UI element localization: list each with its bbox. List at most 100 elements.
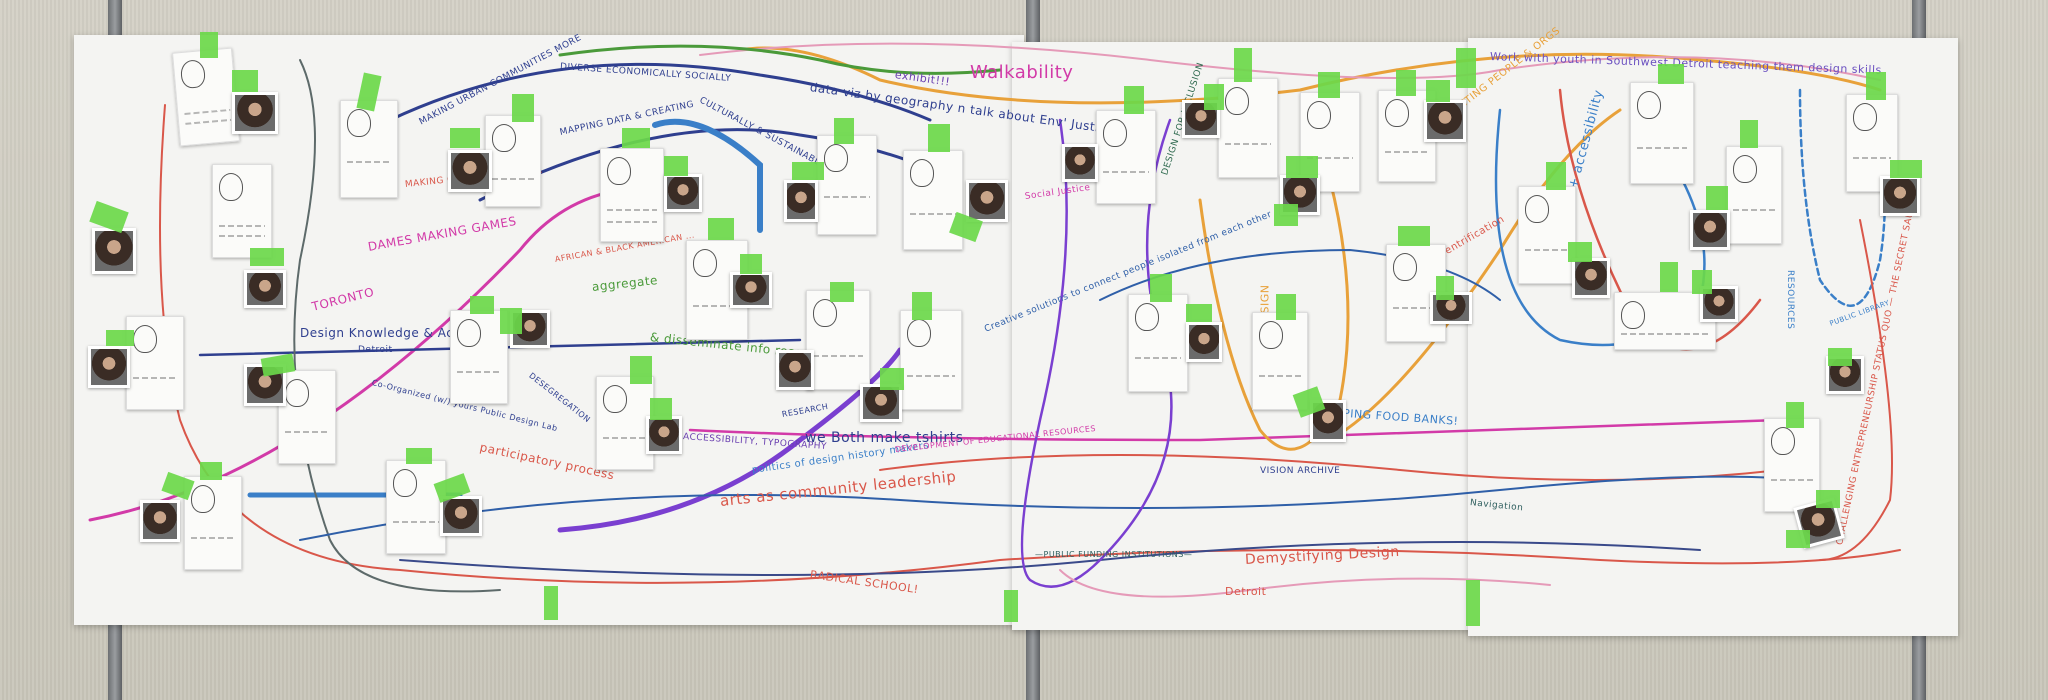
green-tape <box>544 586 558 620</box>
participant-card <box>1764 418 1820 512</box>
green-tape <box>450 128 480 148</box>
green-tape <box>1786 402 1804 428</box>
green-tape <box>1890 160 1922 178</box>
green-tape <box>200 462 222 480</box>
green-tape <box>250 248 284 266</box>
participant-card <box>1128 294 1188 392</box>
green-tape <box>1274 204 1298 226</box>
participant-card <box>340 100 398 198</box>
green-tape <box>1658 64 1684 84</box>
green-tape <box>1828 348 1852 366</box>
participant-photo <box>244 270 286 308</box>
participant-card <box>1726 146 1782 244</box>
label-detroit-small: Detroit <box>358 345 393 355</box>
green-tape <box>650 398 672 420</box>
participant-photo <box>776 350 814 390</box>
green-tape <box>1150 274 1172 302</box>
green-tape <box>1816 490 1840 508</box>
participant-card <box>1518 186 1576 284</box>
participant-photo <box>88 346 130 388</box>
green-tape <box>830 282 854 302</box>
participant-photo <box>1690 210 1730 250</box>
participant-photo <box>784 180 818 222</box>
green-tape <box>1436 276 1454 300</box>
green-tape <box>1568 242 1592 262</box>
green-tape <box>912 292 932 320</box>
green-tape <box>500 308 522 334</box>
participant-card <box>1096 110 1156 204</box>
green-tape <box>880 368 904 390</box>
label-detroit-bottom: Detroit <box>1225 585 1267 598</box>
green-tape <box>1692 270 1712 294</box>
participant-card <box>596 376 654 470</box>
participant-card <box>900 310 962 410</box>
participant-photo <box>646 416 682 454</box>
green-tape <box>630 356 652 384</box>
participant-card <box>184 476 242 570</box>
participant-card <box>386 460 446 554</box>
green-tape <box>1276 294 1296 320</box>
label-design-knowledge: Design Knowledge & Access <box>300 326 482 340</box>
participant-card <box>806 290 870 390</box>
participant-photo <box>730 272 772 308</box>
green-tape <box>834 118 854 144</box>
participant-card <box>278 370 336 464</box>
participant-card <box>903 150 963 250</box>
green-tape <box>622 128 650 148</box>
green-tape <box>1786 530 1810 548</box>
participant-photo <box>1572 258 1610 298</box>
green-tape <box>406 448 432 464</box>
participant-photo <box>440 496 482 536</box>
green-tape <box>792 162 824 180</box>
green-tape <box>1740 120 1758 148</box>
green-tape <box>1546 162 1566 190</box>
green-tape <box>1204 84 1224 110</box>
participant-photo <box>448 150 492 192</box>
green-tape <box>928 124 950 152</box>
green-tape <box>1456 48 1476 88</box>
participant-photo <box>966 180 1008 222</box>
participant-card <box>485 115 541 207</box>
label-vision-archive: VISION ARCHIVE <box>1260 466 1341 476</box>
participant-photo <box>1424 100 1466 142</box>
participant-card <box>1846 94 1898 192</box>
green-tape <box>708 218 734 240</box>
label-public-funding: —PUBLIC FUNDING INSTITUTIONS— <box>1035 550 1193 559</box>
green-tape <box>664 156 688 176</box>
green-tape <box>1398 226 1430 246</box>
participant-photo <box>860 384 902 422</box>
green-tape <box>1286 156 1318 178</box>
participant-photo <box>664 174 702 212</box>
participant-card <box>450 310 508 404</box>
participant-card <box>600 148 664 242</box>
green-tape <box>1004 590 1018 622</box>
participant-card <box>1614 292 1716 350</box>
participant-card <box>1218 78 1278 178</box>
participant-card <box>817 135 877 235</box>
participant-card <box>126 316 184 410</box>
participant-card <box>172 47 240 147</box>
participant-photo <box>1880 176 1920 216</box>
green-tape <box>512 94 534 122</box>
label-walkability: Walkability <box>970 62 1074 83</box>
green-tape <box>1660 262 1678 292</box>
green-tape <box>1706 186 1728 210</box>
green-tape <box>1318 72 1340 98</box>
participant-card <box>1252 312 1308 410</box>
green-tape <box>1866 72 1886 100</box>
green-tape <box>1396 70 1416 96</box>
green-tape <box>1426 80 1450 102</box>
green-tape <box>740 254 762 274</box>
green-tape <box>1234 48 1252 82</box>
green-tape <box>1186 304 1212 322</box>
green-tape <box>200 32 218 58</box>
participant-photo <box>140 500 180 542</box>
participant-photo <box>1700 286 1738 322</box>
green-tape <box>1466 580 1480 626</box>
participant-photo <box>1062 144 1098 182</box>
label-resources: RESOURCES <box>1785 270 1795 330</box>
label-we-both-make: we Both make tshirts <box>805 430 964 446</box>
green-tape <box>106 330 134 346</box>
participant-card <box>1630 82 1694 184</box>
